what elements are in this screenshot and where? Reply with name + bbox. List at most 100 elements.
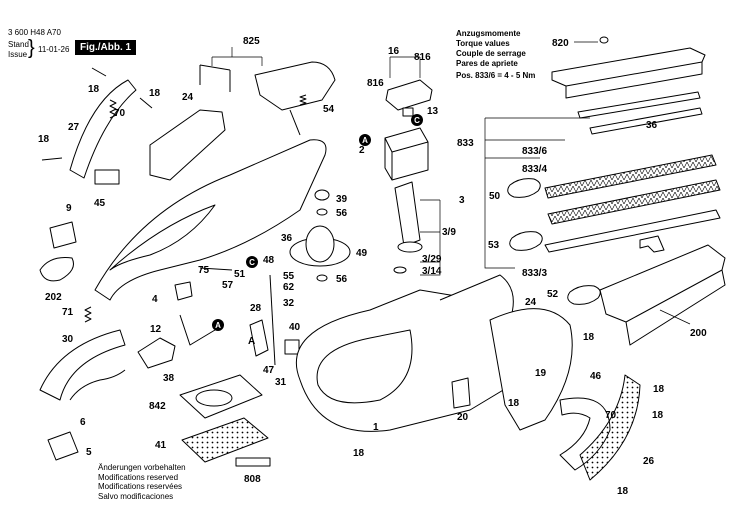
part-52-clip (567, 285, 601, 305)
torque-line-en: Torque values (456, 39, 510, 48)
label-9: 9 (66, 203, 72, 214)
part-24-guard (149, 109, 226, 181)
part-6-cable (69, 369, 126, 401)
cover-link (289, 109, 301, 136)
part-9-label (49, 221, 77, 249)
blade-base (544, 209, 721, 253)
torque-line-de: Anzugsmomente (456, 29, 521, 38)
note-en: Modifications reserved (98, 472, 179, 482)
part-24-right-guard (489, 308, 573, 431)
label-816a: 816 (367, 78, 384, 89)
label-31: 31 (275, 377, 287, 388)
label-833-3: 833/3 (522, 268, 547, 279)
label-52: 52 (547, 289, 559, 300)
label-32: 32 (283, 298, 295, 309)
part-3-14-washer (393, 266, 407, 274)
label-45: 45 (94, 198, 106, 209)
part-39-bushing (314, 189, 330, 201)
part-4-capacitor (174, 281, 193, 301)
part-45-plate (94, 169, 120, 185)
label-12: 12 (150, 324, 162, 335)
label-18f: 18 (508, 398, 520, 409)
part-40-block (284, 339, 300, 355)
label-a-low: A (248, 336, 255, 347)
label-13: 13 (427, 106, 439, 117)
footer-notes: Änderungen vorbehalten Modifications res… (98, 463, 186, 501)
label-36a: 36 (646, 120, 658, 131)
marker-c-top: C (414, 116, 420, 125)
torque-line-es: Pares de apriete (456, 59, 518, 68)
label-57: 57 (222, 280, 234, 291)
part-27-handle (69, 79, 137, 179)
blade-lower (547, 179, 721, 225)
label-40: 40 (289, 322, 301, 333)
part-825-cover (254, 61, 336, 111)
note-de: Änderungen vorbehalten (98, 463, 186, 472)
part-71-spring (84, 306, 92, 323)
marker-a-low: A (215, 321, 221, 330)
label-70a: 70 (114, 108, 126, 119)
label-50: 50 (489, 191, 501, 202)
torque-spec: Pos. 833/6 = 4 - 5 Nm (456, 71, 536, 80)
label-200: 200 (690, 328, 707, 339)
part-56b-washer (316, 274, 328, 282)
screws-group (41, 67, 233, 271)
left-housing-window (109, 204, 216, 271)
guide-bar-upper (577, 91, 701, 119)
label-18g: 18 (652, 410, 664, 421)
label-18h: 18 (353, 448, 365, 459)
label-4: 4 (152, 294, 158, 305)
label-56a: 56 (336, 208, 348, 219)
label-18a: 18 (88, 84, 100, 95)
label-54: 54 (323, 104, 335, 115)
label-38: 38 (163, 373, 175, 384)
label-2: 2 (359, 145, 365, 156)
label-18d: 18 (583, 332, 595, 343)
part-13-bearing (402, 107, 414, 117)
part-41-base (181, 417, 269, 463)
label-18e: 18 (653, 384, 665, 395)
part-200-shroud-side (625, 269, 726, 346)
torque-box: Anzugsmomente Torque values Couple de se… (456, 29, 535, 81)
label-56b: 56 (336, 274, 348, 285)
label-825: 825 (243, 36, 260, 47)
part-50-clip (507, 178, 541, 198)
part-820-rail (551, 47, 706, 87)
label-26: 26 (643, 456, 655, 467)
brace-glyph: } (28, 37, 35, 59)
label-202: 202 (45, 292, 62, 303)
part-808-label (235, 457, 271, 467)
circle-markers: A C C A (212, 114, 423, 331)
label-20: 20 (457, 412, 469, 423)
part-2-motor-stator (384, 127, 429, 181)
right-housing-grip (316, 329, 413, 404)
part-26-handle (579, 374, 641, 481)
part-825-bracket (199, 64, 231, 92)
marker-c-mid: C (249, 258, 255, 267)
note-fr: Modifications reservées (98, 482, 183, 491)
label-3-9: 3/9 (442, 227, 456, 238)
marker-a-top: A (362, 136, 368, 145)
part-57-wire (179, 314, 216, 346)
label-16: 16 (388, 46, 400, 57)
part-53-clip (509, 231, 543, 251)
torque-line-fr: Couple de serrage (456, 49, 526, 58)
part-labels: 825 16 816 816 820 18 70 18 24 27 54 13 … (38, 36, 707, 497)
part-820-knob (599, 36, 609, 44)
part-56-washer (316, 208, 328, 216)
label-41: 41 (155, 440, 167, 451)
label-47: 47 (263, 365, 275, 376)
part-20-label (451, 377, 471, 409)
label-24b: 24 (525, 297, 537, 308)
label-808: 808 (244, 474, 261, 485)
label-49: 49 (356, 248, 368, 259)
label-18b: 18 (149, 88, 161, 99)
part-54-spring (299, 94, 307, 106)
stator-edges (384, 137, 429, 180)
issue-label: Issue (8, 50, 28, 59)
label-53: 53 (488, 240, 500, 251)
label-55: 55 (283, 271, 295, 282)
label-28: 28 (250, 303, 262, 314)
label-39: 39 (336, 194, 348, 205)
label-6: 6 (80, 417, 86, 428)
